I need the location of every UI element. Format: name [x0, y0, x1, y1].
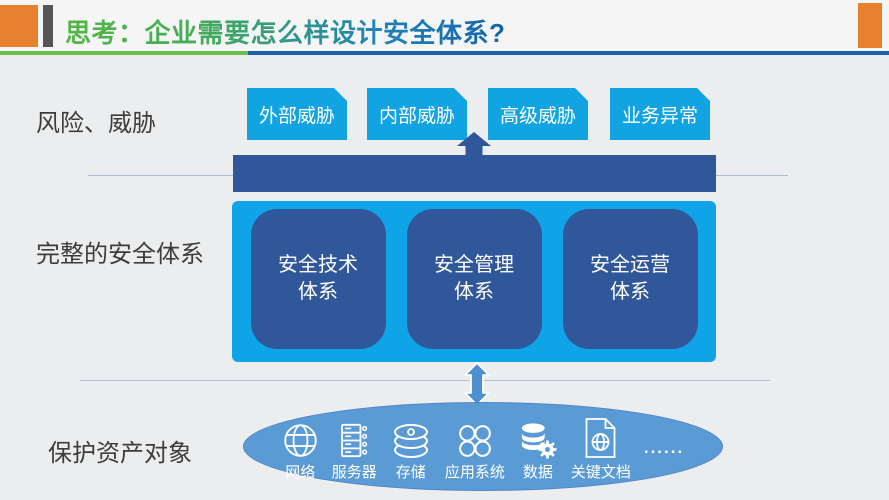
system-card-technology: 安全技术 体系 [250, 209, 386, 349]
asset-label: 应用系统 [444, 464, 505, 481]
row-label-threats: 风险、威胁 [36, 110, 156, 137]
asset-label: 服务器 [331, 464, 377, 481]
threat-box-external: 外部威胁 [247, 88, 347, 140]
gray-accent-bar [43, 5, 53, 47]
asset-label: 数据 [522, 464, 553, 481]
title-underline-blue [248, 51, 889, 55]
asset-label: 关键文档 [570, 464, 631, 481]
security-system-panel: 安全技术 体系 安全管理 体系 安全运营 体系 [232, 201, 716, 362]
asset-item-storage: 存储 [390, 423, 432, 482]
header: 思考：企业需要怎么样设计安全体系? [0, 0, 889, 51]
asset-label: 存储 [395, 464, 426, 481]
asset-label: 网络 [285, 464, 316, 481]
threat-collection-bar [233, 155, 716, 192]
app-grid-icon [458, 425, 491, 457]
title-underline-green [0, 51, 248, 55]
system-card-line2: 体系 [610, 281, 650, 303]
threat-box-business-anomaly: 业务异常 [610, 88, 710, 140]
asset-item-documents: 关键文档 [571, 417, 631, 482]
threat-box-advanced: 高级威胁 [488, 88, 588, 140]
system-card-line2: 体系 [454, 281, 494, 303]
row-label-assets: 保护资产对象 [48, 440, 192, 467]
threat-box-internal: 内部威胁 [367, 88, 467, 140]
row-label-system: 完整的安全体系 [36, 241, 204, 268]
orange-accent-block-right [858, 3, 882, 48]
system-card-operation: 安全运营 体系 [562, 209, 698, 349]
asset-item-server: 服务器 [332, 422, 377, 482]
assets-ellipse: 网络 服务器 [243, 402, 723, 491]
system-card-line1: 安全技术 [278, 254, 358, 276]
up-arrow-icon [457, 132, 491, 156]
database-gear-icon [521, 423, 557, 459]
system-card-management: 安全管理 体系 [406, 209, 542, 349]
globe-icon [284, 424, 317, 457]
system-card-line1: 安全运营 [590, 254, 670, 276]
asset-item-applications: 应用系统 [445, 423, 505, 482]
asset-item-network: 网络 [282, 422, 319, 482]
document-globe-icon [585, 418, 616, 458]
asset-item-data: 数据 [518, 421, 558, 482]
storage-icon [393, 424, 428, 458]
system-card-line1: 安全管理 [434, 254, 514, 276]
system-card-line2: 体系 [298, 281, 338, 303]
connector-line-bottom [80, 380, 770, 381]
server-icon [341, 423, 368, 458]
orange-accent-block-left [0, 5, 38, 47]
page-title: 思考：企业需要怎么样设计安全体系? [65, 13, 505, 50]
assets-more-ellipsis: ...... [643, 438, 685, 457]
double-arrow-icon [464, 362, 490, 406]
assets-items: 网络 服务器 [274, 411, 692, 482]
